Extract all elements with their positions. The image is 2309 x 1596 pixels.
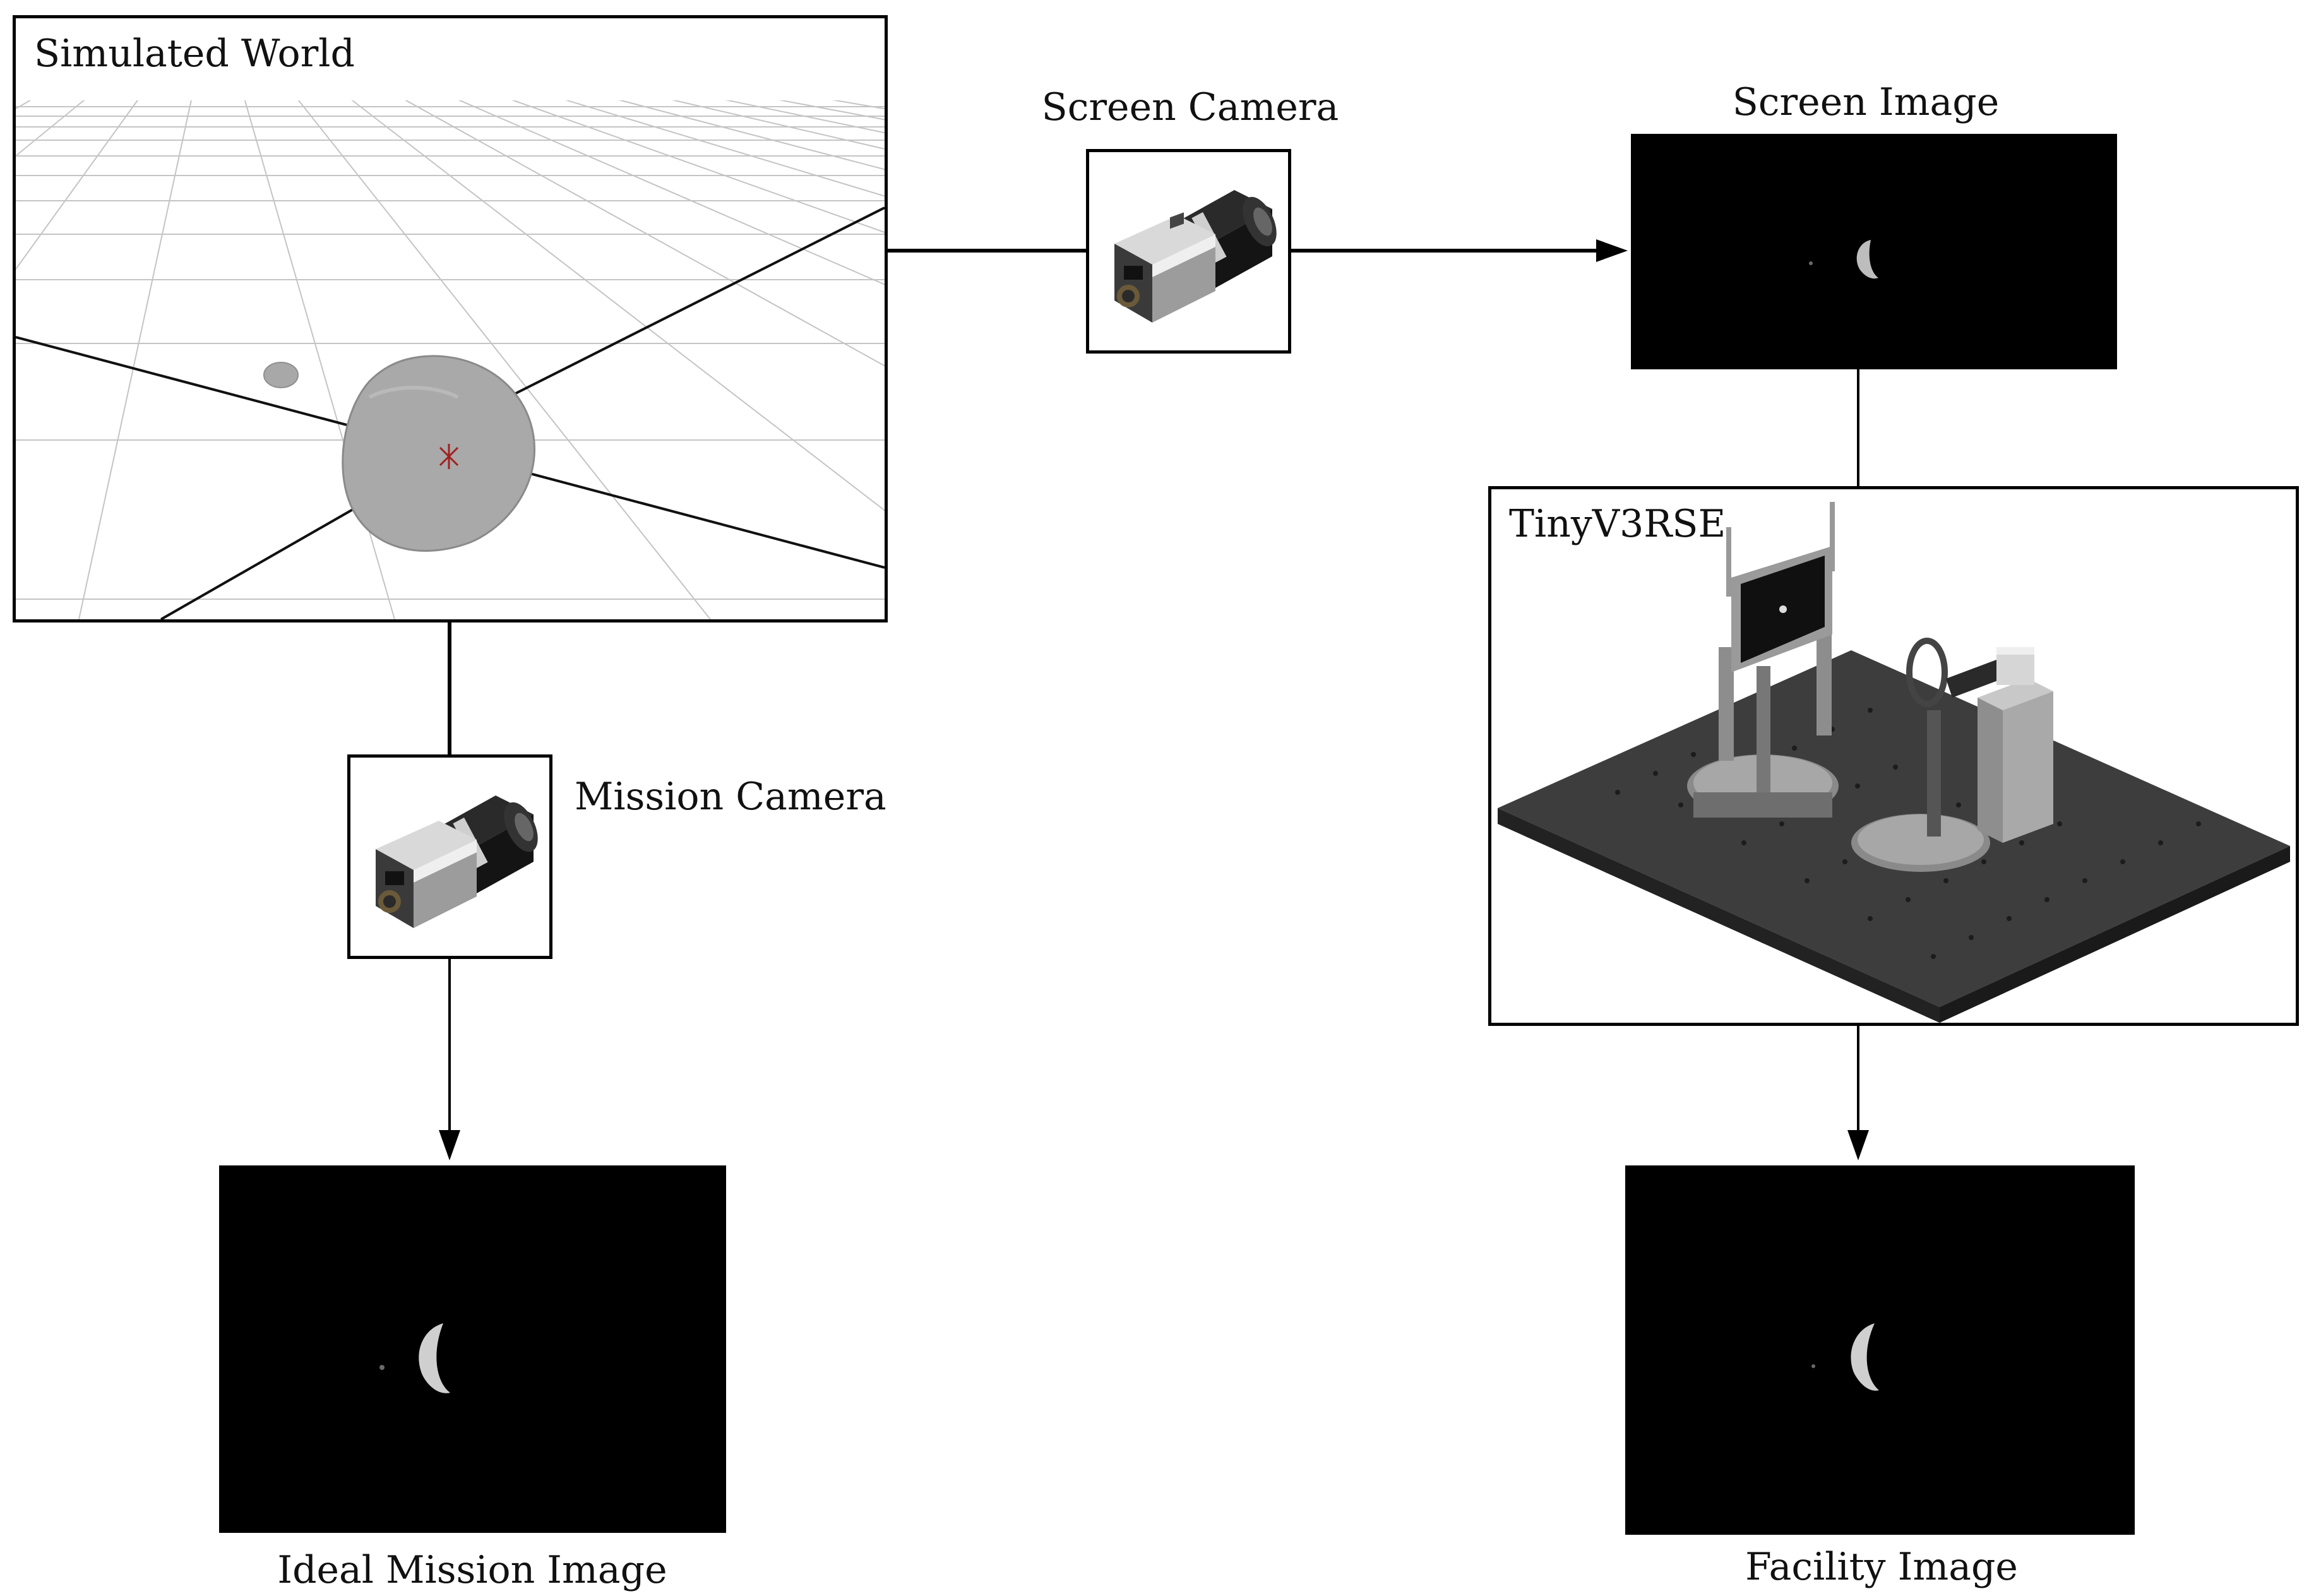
screen-camera-label: Screen Camera [1041, 85, 1339, 129]
facility-image-label: Facility Image [1745, 1545, 2018, 1589]
industrial-camera-icon [376, 795, 538, 928]
screen-image-panel [1631, 134, 2117, 369]
arrowhead-facility-image [1847, 1130, 1869, 1160]
moonlet-icon [379, 1365, 385, 1370]
mission-camera-label: Mission Camera [575, 775, 886, 819]
tinyv3rse-panel [1488, 486, 2299, 1026]
mission-camera-box [347, 754, 552, 959]
asteroid-icon [342, 355, 536, 552]
moonlet-icon [1809, 261, 1813, 265]
asteroid-crescent-icon [1856, 240, 1878, 279]
facility-image-panel [1625, 1165, 2135, 1535]
ideal-mission-image-panel [219, 1165, 726, 1533]
simulated-world-panel [13, 15, 888, 622]
moonlet-icon [263, 362, 299, 388]
target-marker-icon [439, 444, 459, 469]
screen-camera-box [1086, 149, 1291, 354]
asteroid-crescent-icon [1851, 1323, 1879, 1391]
arrowhead-ideal-image [439, 1130, 460, 1160]
ideal-mission-image-label: Ideal Mission Image [277, 1548, 667, 1592]
simulated-world-scene [16, 18, 885, 619]
asteroid-crescent-icon [419, 1323, 450, 1393]
optical-bench-icon [1498, 502, 2290, 1023]
simulated-world-title: Simulated World [34, 32, 355, 76]
ground-grid [16, 93, 885, 619]
tinyv3rse-title: TinyV3RSE [1509, 502, 1726, 546]
screen-image-label: Screen Image [1732, 80, 2000, 124]
moonlet-icon [1811, 1364, 1815, 1368]
industrial-camera-icon [1114, 190, 1277, 323]
arrowhead-screen-image [1596, 239, 1628, 262]
